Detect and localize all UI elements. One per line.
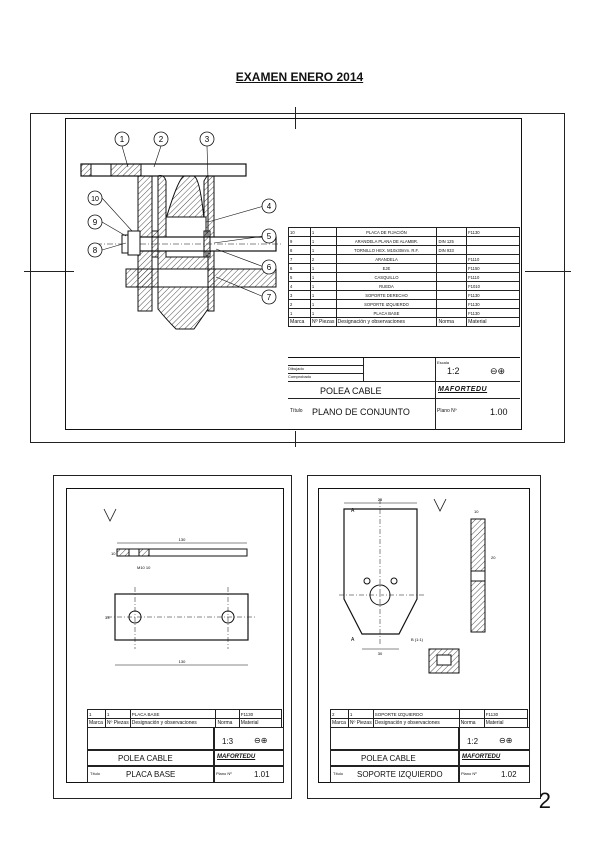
dim-t: 10 (474, 509, 479, 514)
callout-9 (87, 214, 103, 230)
dim-h: 20 (491, 555, 496, 560)
dim-ht: 33 (105, 615, 110, 620)
project-name: POLEA CABLE (320, 386, 382, 396)
brand-logo: MAFORTEDU (217, 754, 256, 760)
top-plate (80, 163, 247, 177)
callout-7 (261, 289, 277, 305)
support-plan-number: 1.02 (501, 770, 517, 779)
callout-4 (261, 198, 277, 214)
callout-text: 2 (159, 135, 164, 144)
plan-label: Plano Nº (461, 771, 477, 776)
callout-text: 1 (120, 135, 125, 144)
base-scale: 1:3 (222, 737, 234, 746)
callout-2 (153, 131, 169, 147)
scale-label: Escala (437, 360, 450, 365)
plan-number: 1.00 (490, 407, 508, 417)
callout-text: 8 (93, 246, 98, 255)
base-plan-number: 1.01 (254, 770, 270, 779)
plan-label: Plano Nº (437, 408, 457, 414)
section-a-bottom: A (351, 637, 355, 643)
dim-hole: M10 10 (137, 565, 151, 570)
support-front-view (343, 508, 418, 635)
dim-w: 25 (378, 497, 383, 502)
support-project: POLEA CABLE (361, 754, 416, 763)
callout-8 (87, 242, 103, 258)
callout-1 (114, 131, 130, 147)
callout-10 (87, 190, 103, 206)
callout-3 (199, 131, 215, 147)
callout-6 (261, 259, 277, 275)
dim-length: 130 (179, 537, 186, 542)
support-title: SOPORTE IZQUIERDO (357, 770, 443, 779)
dim-height: 10 (111, 551, 116, 556)
callout-text: 4 (267, 202, 272, 211)
exam-title: EXAMEN ENERO 2014 (235, 70, 364, 84)
callout-text: 3 (205, 135, 210, 144)
assembly-title-block: Dibujado Comprobado Escala 1:2 ⊖⊕ POLEA … (288, 357, 520, 430)
support-sheet (307, 475, 541, 799)
projection-icon: ⊖⊕ (499, 736, 513, 745)
base-project: POLEA CABLE (118, 754, 173, 763)
scale-value: 1:2 (447, 366, 460, 376)
projection-icon: ⊖⊕ (490, 366, 506, 376)
base-drawing: 130 M10 10 10 130 33 (103, 508, 257, 666)
detail-label: B (1:1) (411, 637, 424, 642)
projection-icon: ⊖⊕ (254, 736, 268, 745)
callout-5 (261, 228, 277, 244)
brand-logo: MAFORTEDU (462, 754, 501, 760)
dim-r: 30 (378, 651, 383, 656)
callout-text: 5 (267, 232, 272, 241)
plan-label: Plano Nº (216, 771, 232, 776)
parts-header: Marca Nº Piezas Designación y observacio… (288, 317, 520, 327)
page-number: 2 (538, 788, 551, 813)
support-title-block: 1:2 ⊖⊕ POLEA CABLE MAFORTEDU Título SOPO… (330, 727, 530, 783)
base-sheet (53, 475, 292, 799)
callout-text: 6 (267, 263, 272, 272)
title-label: Título (90, 771, 101, 776)
title-label: Título (290, 408, 303, 414)
callout-text: 9 (93, 218, 98, 227)
comprobado-label: Comprobado (288, 374, 312, 379)
support-drawing: 25 A A 30 20 10 B (1:1) (339, 497, 496, 674)
assembly-drawing: 1 2 3 4 5 6 7 8 9 10 (80, 131, 281, 330)
support-scale: 1:2 (467, 737, 479, 746)
dim-length-2: 130 (179, 659, 186, 664)
section-a-top: A (351, 508, 355, 514)
callout-text: 10 (91, 196, 99, 203)
base-title-block: 1:3 ⊖⊕ POLEA CABLE MAFORTEDU Título PLAC… (87, 727, 284, 783)
dibujado-label: Dibujado (288, 366, 363, 374)
base-title: PLACA BASE (126, 770, 176, 779)
brand-logo: MAFORTEDU (438, 386, 488, 393)
callout-text: 7 (267, 293, 272, 302)
drawing-title: PLANO DE CONJUNTO (312, 407, 410, 417)
title-label: Título (333, 771, 344, 776)
assembly-frame (65, 118, 522, 430)
